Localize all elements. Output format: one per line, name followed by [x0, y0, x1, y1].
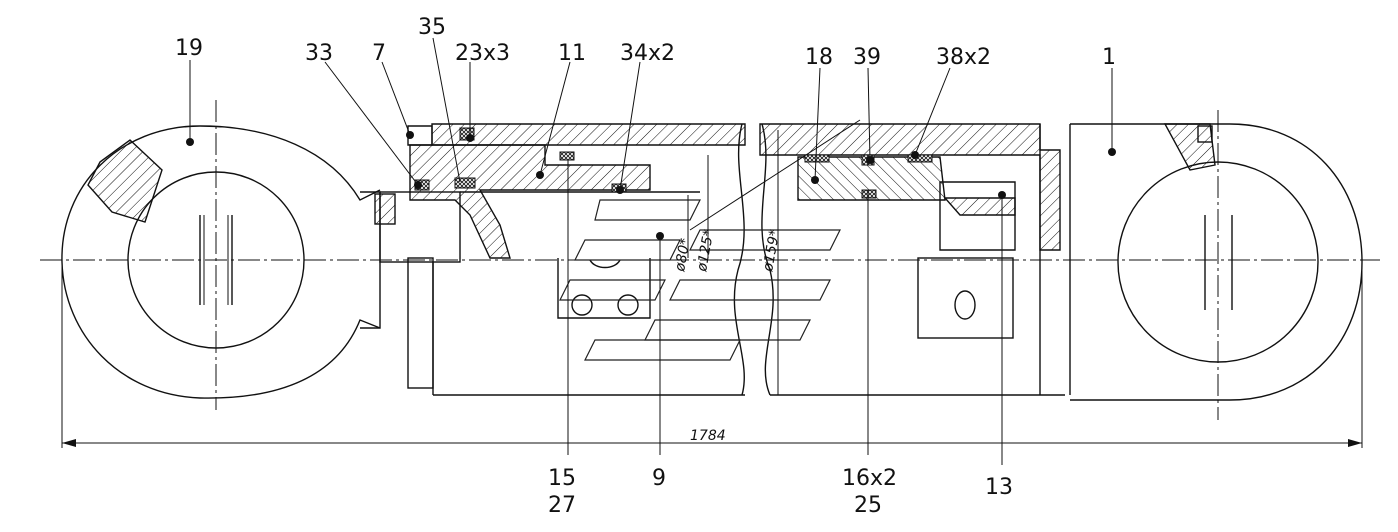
callout-1: 1: [1102, 45, 1116, 70]
dim-overall-length: 1784: [690, 428, 726, 444]
piston: [797, 154, 1016, 339]
dim-d80: ø80*: [672, 237, 694, 274]
dim-d125: ø125*: [694, 228, 717, 273]
callout-15: 15: [548, 466, 576, 491]
leader-lines: [186, 37, 1116, 465]
piston-rod: [360, 191, 745, 396]
callout-38x2: 38x2: [936, 45, 991, 70]
watermark-logo: [559, 199, 841, 361]
callout-9: 9: [652, 466, 666, 491]
gland-assembly: [407, 123, 746, 259]
dim-d159: ø159*: [760, 228, 783, 273]
rod-eye-left: [61, 100, 381, 410]
callout-11: 11: [558, 41, 586, 66]
callout-25: 25: [854, 493, 882, 518]
callout-27: 27: [548, 493, 576, 518]
callout-39: 39: [853, 45, 881, 70]
callout-34x2: 34x2: [620, 41, 675, 66]
cylinder-eye-right: [1070, 110, 1363, 420]
callout-33: 33: [305, 41, 333, 66]
callout-7: 7: [372, 41, 386, 66]
overall-length-dimension: 1784: [61, 262, 1363, 448]
cylinder-tube: [759, 123, 1071, 396]
break-line-left: [733, 123, 745, 396]
callout-35: 35: [418, 15, 446, 40]
callout-19: 19: [175, 36, 203, 61]
callout-16x2: 16x2: [842, 466, 897, 491]
callout-labels: 19 33 7 35 23x3 11 34x2 18 39 38x2 1 15 …: [175, 15, 1116, 518]
break-line-right: [761, 123, 774, 396]
diameter-dimensions: ø80* ø125* ø159*: [672, 119, 861, 395]
rod-stop-detail: [557, 258, 651, 319]
callout-18: 18: [805, 45, 833, 70]
callout-23x3: 23x3: [455, 41, 510, 66]
callout-13: 13: [985, 475, 1013, 500]
